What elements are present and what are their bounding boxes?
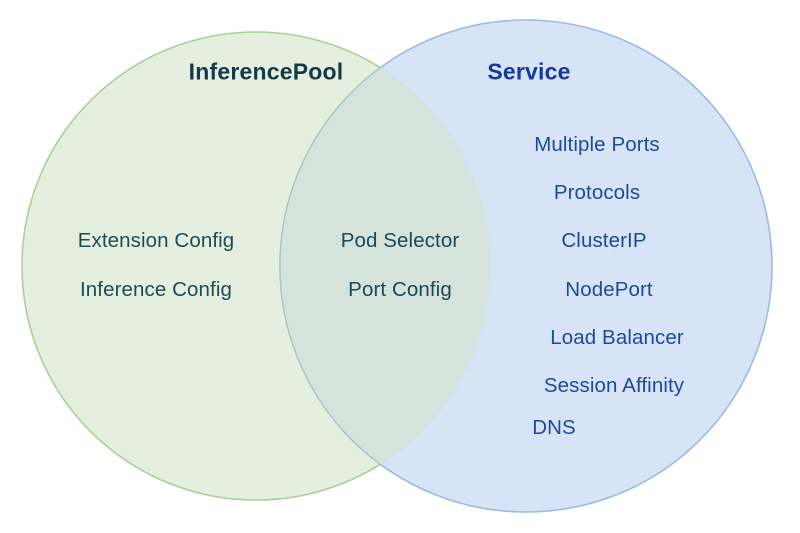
intersection-region [279, 32, 490, 500]
right-set-title: Service [487, 58, 571, 85]
left-set-item: Extension Config [77, 228, 235, 252]
right-set-item: NodePort [565, 277, 653, 301]
left-set-title: InferencePool [188, 58, 344, 85]
right-set-item: Load Balancer [550, 325, 684, 349]
right-set-item: ClusterIP [561, 228, 647, 252]
intersection-item: Port Config [348, 277, 452, 301]
right-set-item: Protocols [553, 180, 641, 204]
right-set-item: Session Affinity [543, 373, 685, 397]
right-set-item: DNS [532, 415, 576, 439]
left-set-item: Inference Config [79, 277, 233, 301]
right-set-item: Multiple Ports [534, 132, 660, 156]
intersection-item: Pod Selector [340, 228, 460, 252]
